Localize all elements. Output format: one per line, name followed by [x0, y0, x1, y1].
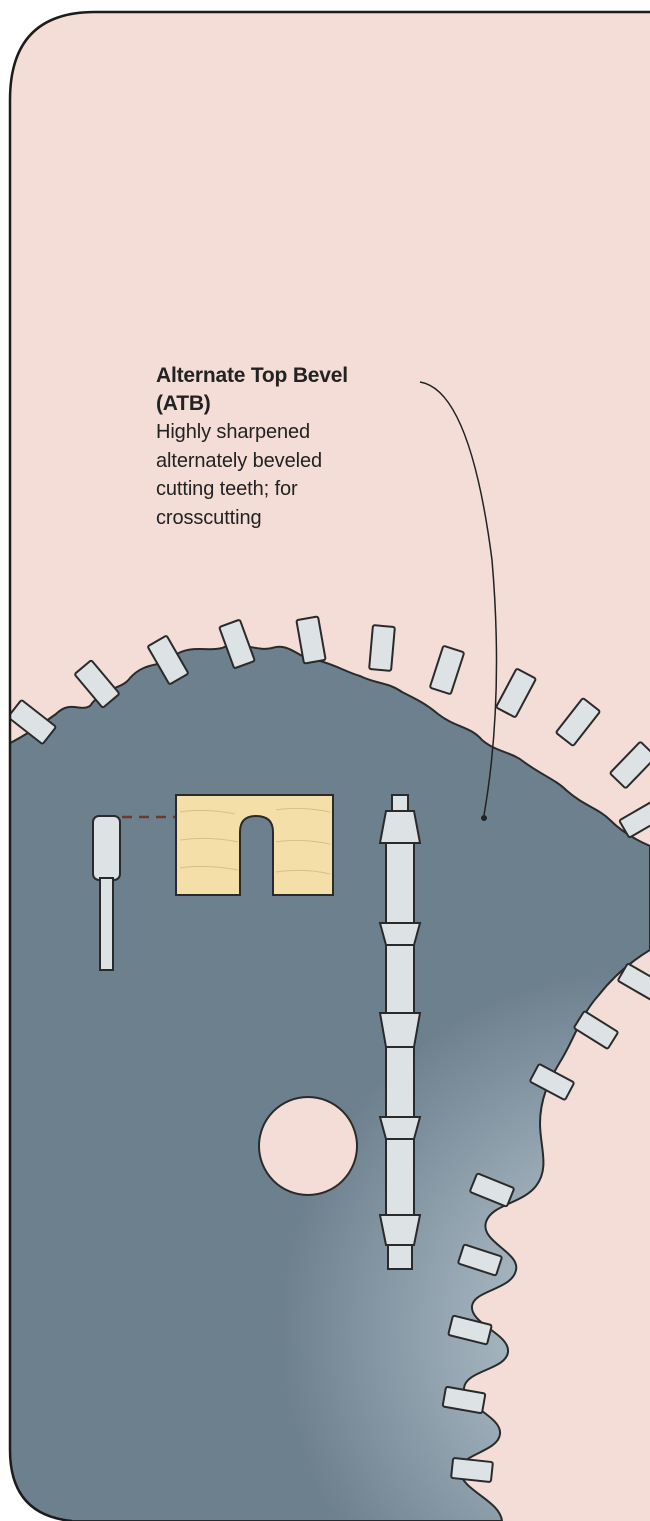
blade-edge-notch — [0, 780, 8, 806]
callout-atb: Alternate Top Bevel (ATB) Highly sharpen… — [156, 362, 406, 532]
blade-stack-side-view — [380, 795, 420, 1269]
callout-body-line: crosscutting — [156, 504, 406, 533]
leader-dot — [481, 815, 487, 821]
carbide-tooth — [451, 1458, 493, 1482]
callout-body-line: alternately beveled — [156, 447, 406, 476]
callout-title-line2: (ATB) — [156, 390, 406, 418]
arbor-hole — [259, 1097, 357, 1195]
callout-title-line1: Alternate Top Bevel — [156, 362, 406, 390]
callout-body-line: Highly sharpened — [156, 418, 406, 447]
callout-body-line: cutting teeth; for — [156, 475, 406, 504]
carbide-tooth — [369, 625, 395, 671]
